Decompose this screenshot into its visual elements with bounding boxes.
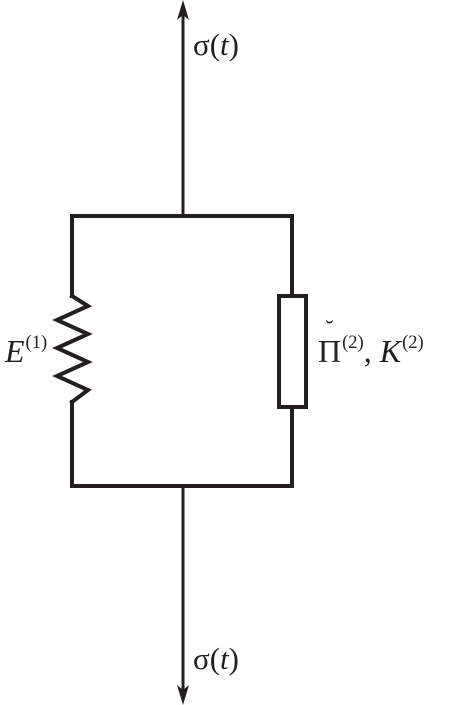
time-symbol: t [220,641,229,676]
spring-label: E(1) [5,331,48,369]
operator-symbol: Π [318,333,342,369]
paren-close: ) [228,641,239,676]
modulus-symbol: E [5,333,25,369]
stress-label-bottom: σ(t) [193,643,239,674]
sigma-symbol: σ [193,27,210,62]
top-arrow-head [177,0,189,20]
stress-label-top: σ(t) [193,29,239,60]
kernel-superscript: (2) [402,331,424,353]
time-symbol: t [220,27,229,62]
kernel-symbol: K [379,333,402,369]
dashpot-box [277,294,308,409]
paren-close: ) [228,27,239,62]
breve-mark: ˘ [325,317,334,343]
label-separator: , [363,333,380,369]
paren-open: ( [209,27,221,62]
bottom-arrow-head [177,685,189,705]
dashpot-label: ˘Π(2), K(2) [318,318,424,369]
operator-superscript: (2) [342,331,364,353]
spring-zigzag [52,293,93,405]
modulus-superscript: (1) [25,331,48,353]
sigma-symbol: σ [193,641,210,676]
paren-open: ( [209,641,221,676]
operator-symbol-wrap: ˘Π [318,318,342,369]
